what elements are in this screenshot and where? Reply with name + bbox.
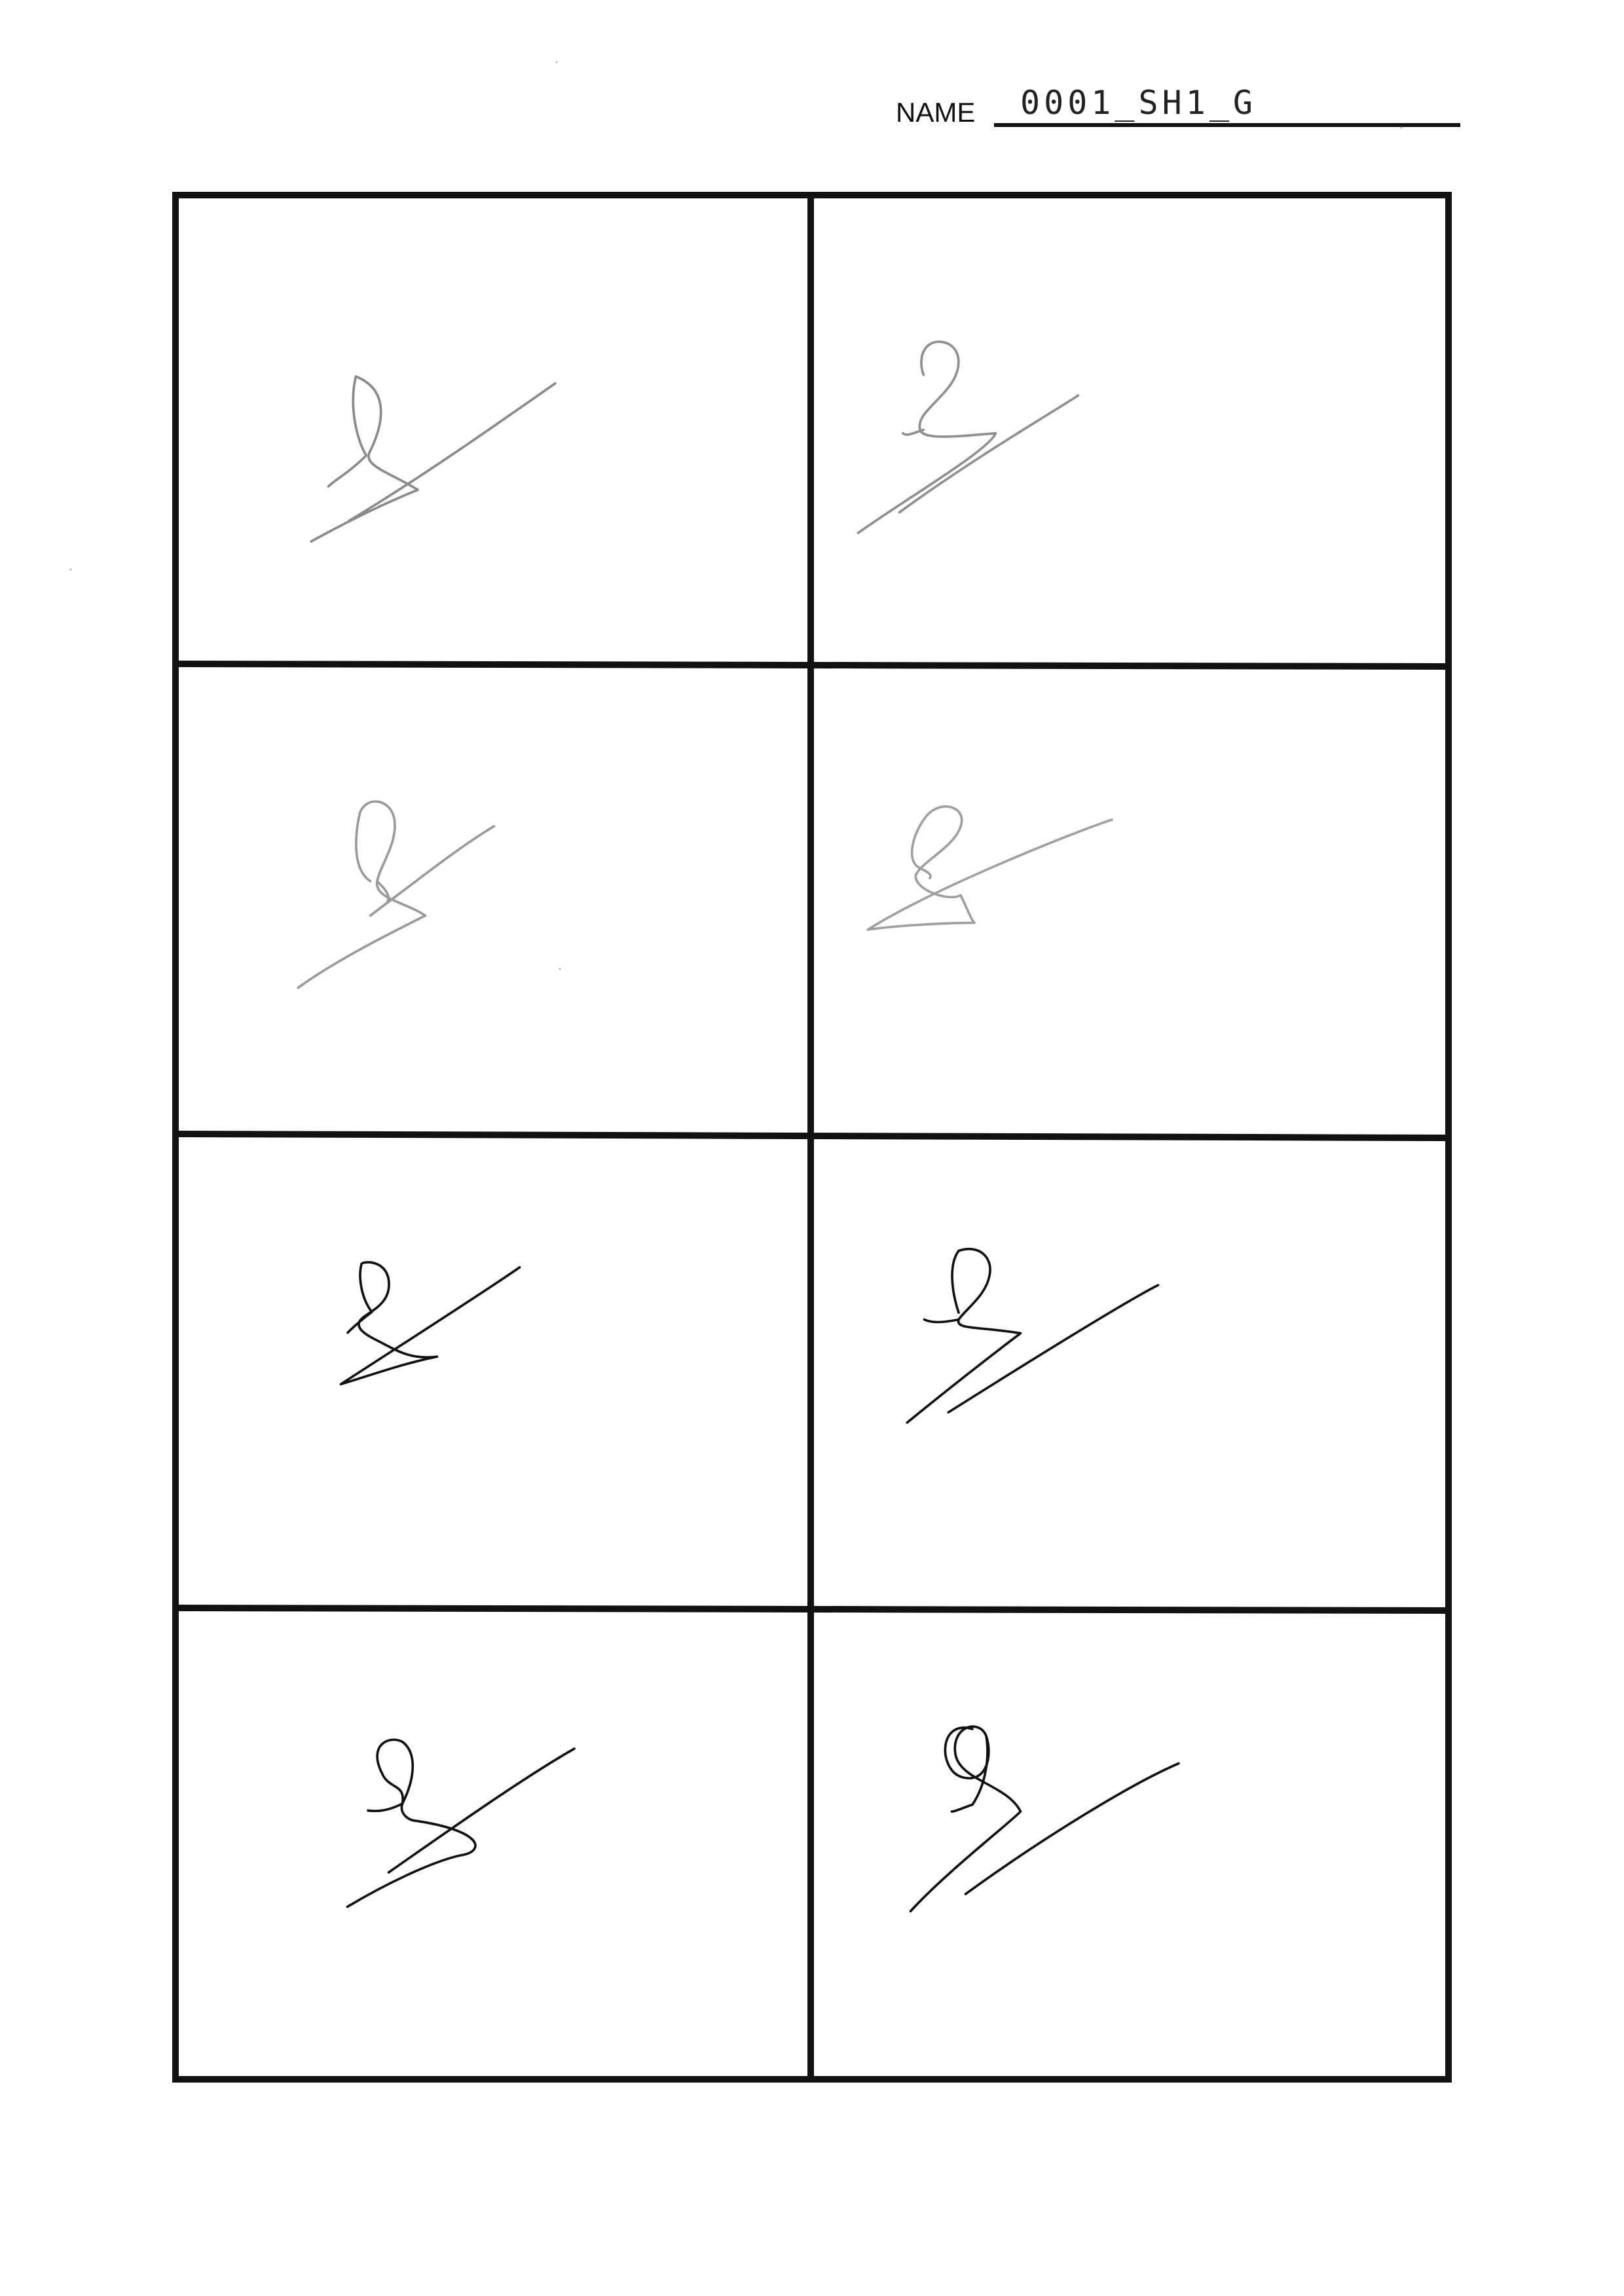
scan-speck <box>559 968 561 970</box>
signature-row-3-left <box>339 1261 521 1386</box>
grid-divider-row-1 <box>175 661 1449 670</box>
scan-specks <box>69 61 1403 970</box>
signature-row-1-right <box>857 340 1080 534</box>
grid-lines <box>172 192 1452 2083</box>
name-field: NAME 0001_SH1_G <box>896 84 1460 130</box>
name-underline <box>994 123 1460 127</box>
name-label: NAME <box>896 97 976 128</box>
signature-row-2-right <box>866 805 1113 931</box>
signature-row-4-left <box>346 1738 576 1908</box>
scan-speck <box>555 61 558 64</box>
grid-divider-row-2 <box>175 1131 1449 1141</box>
grid-divider-row-3 <box>175 1605 1449 1614</box>
name-value: 0001_SH1_G <box>1020 84 1257 122</box>
signature-row-3-right <box>906 1247 1160 1424</box>
signature-row-4-right <box>909 1725 1180 1913</box>
signature-row-1-left <box>310 375 557 543</box>
scan-speck <box>69 568 72 571</box>
scan-speck <box>1400 126 1403 129</box>
signature-row-2-left <box>297 800 496 989</box>
